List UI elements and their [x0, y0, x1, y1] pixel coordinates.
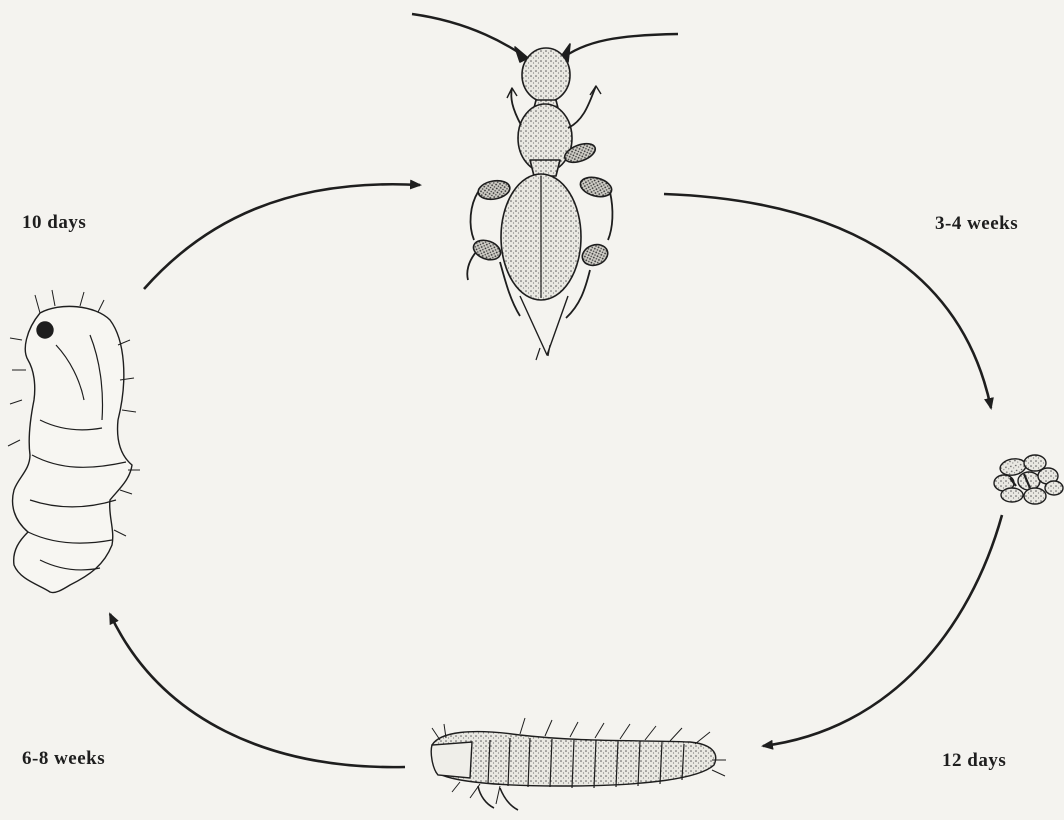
- arrow-eggs-to-larva: [763, 515, 1002, 746]
- egg-cluster-illustration: [994, 455, 1063, 504]
- arrow-larva-to-pupa: [110, 614, 405, 767]
- adult-beetle-illustration: [412, 14, 678, 360]
- arrow-pupa-to-adult: [144, 184, 420, 289]
- pupa-illustration: [8, 290, 140, 593]
- arrow-adult-to-eggs: [664, 194, 991, 408]
- larva-illustration: [431, 718, 726, 810]
